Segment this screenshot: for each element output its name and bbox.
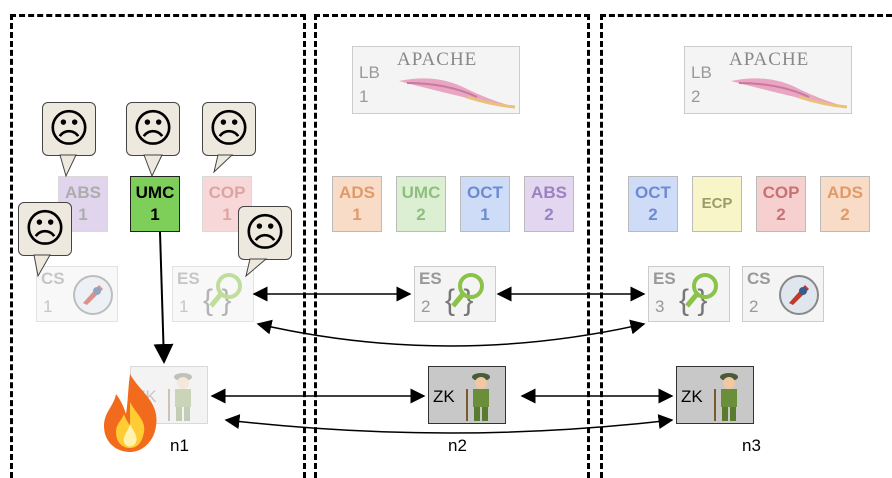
zk-code: ZK bbox=[681, 387, 703, 406]
sad-face-icon: ☹ bbox=[244, 211, 286, 255]
service-code: CS bbox=[747, 269, 771, 288]
component-code: ABS bbox=[531, 183, 567, 202]
service-number: 1 bbox=[179, 297, 189, 316]
sad-face-icon: ☹ bbox=[24, 207, 66, 251]
apache-title: APACHE bbox=[397, 49, 478, 70]
bubble-tail bbox=[59, 154, 77, 178]
apache-feather-icon bbox=[731, 78, 848, 109]
bubble-tail bbox=[33, 254, 51, 278]
service-code: CS bbox=[41, 269, 65, 288]
bubble-tail bbox=[213, 154, 234, 174]
component-cop2: COP 2 bbox=[756, 176, 806, 232]
service-cs2: CS 2 bbox=[742, 266, 824, 322]
component-number: 1 bbox=[78, 205, 88, 224]
component-oct1: OCT 1 bbox=[460, 176, 510, 232]
component-number: 1 bbox=[480, 205, 490, 224]
component-code: UMC bbox=[401, 183, 441, 202]
zookeeper-figure-icon bbox=[466, 373, 490, 421]
node-label-n1: n1 bbox=[170, 436, 189, 455]
component-code: COP bbox=[208, 183, 246, 202]
component-code: COP bbox=[762, 183, 800, 202]
bubble-tail bbox=[245, 258, 268, 278]
component-code: OCT bbox=[467, 183, 503, 202]
failure-bubble-umc1: ☹ bbox=[126, 102, 180, 156]
component-ecp: ECP bbox=[692, 176, 742, 232]
bubble-tail bbox=[143, 154, 163, 178]
node-boundary-n1 bbox=[10, 14, 306, 478]
rocket-search-icon bbox=[73, 275, 113, 315]
component-code: OCT bbox=[635, 183, 671, 202]
lb-code: LB bbox=[691, 63, 712, 82]
elasticsearch-icon: { } bbox=[203, 273, 242, 317]
node-boundary-n2 bbox=[314, 14, 590, 478]
component-code: UMC bbox=[135, 183, 175, 202]
failure-bubble-abs1: ☹ bbox=[42, 102, 96, 156]
component-number: 2 bbox=[776, 205, 786, 224]
component-code: ECP bbox=[701, 195, 733, 212]
component-code: ADS bbox=[827, 183, 863, 202]
service-es3: ES 3 { } bbox=[648, 266, 730, 322]
service-number: 2 bbox=[421, 297, 431, 316]
lb-code: LB bbox=[359, 63, 380, 82]
sad-face-icon: ☹ bbox=[132, 107, 174, 151]
zookeeper-figure-icon bbox=[714, 373, 738, 421]
service-code: ES bbox=[177, 269, 200, 288]
component-ads2: ADS 2 bbox=[820, 176, 870, 232]
zookeeper-figure-icon bbox=[168, 373, 192, 421]
component-number: 2 bbox=[416, 205, 426, 224]
sad-face-icon: ☹ bbox=[48, 107, 90, 151]
component-number: 2 bbox=[544, 205, 554, 224]
component-oct2: OCT 2 bbox=[628, 176, 678, 232]
sad-face-icon: ☹ bbox=[208, 107, 250, 151]
service-cs1: CS 1 bbox=[36, 266, 118, 322]
fire-icon bbox=[104, 374, 157, 452]
arrow-umc1-zk1 bbox=[153, 231, 174, 364]
rocket-search-icon bbox=[779, 275, 819, 315]
lb-number: 2 bbox=[691, 87, 701, 106]
service-code: ES bbox=[419, 269, 442, 288]
apache-feather-icon bbox=[399, 78, 516, 109]
component-code: ADS bbox=[339, 183, 375, 202]
component-number: 1 bbox=[352, 205, 362, 224]
component-number: 1 bbox=[222, 205, 232, 224]
component-ads1: ADS 1 bbox=[332, 176, 382, 232]
component-number: 1 bbox=[150, 205, 160, 224]
arrow-zk1-zk3 bbox=[224, 414, 674, 434]
failure-bubble-es1: ☹ bbox=[238, 206, 292, 260]
service-es2: ES 2 { } bbox=[414, 266, 496, 322]
load-balancer-1: LB 1 APACHE bbox=[352, 46, 520, 114]
node-label-n3: n3 bbox=[742, 436, 761, 455]
service-number: 3 bbox=[655, 297, 665, 316]
component-number: 2 bbox=[840, 205, 850, 224]
node-label-n2: n2 bbox=[448, 436, 467, 455]
elasticsearch-icon: { } bbox=[679, 273, 718, 317]
zk-code: ZK bbox=[433, 387, 455, 406]
service-code: ES bbox=[653, 269, 676, 288]
apache-title: APACHE bbox=[729, 49, 810, 70]
component-umc1: UMC 1 bbox=[130, 176, 180, 232]
zookeeper-zk3: ZK bbox=[676, 366, 754, 424]
lb-number: 1 bbox=[359, 87, 369, 106]
service-number: 2 bbox=[749, 297, 759, 316]
load-balancer-2: LB 2 APACHE bbox=[684, 46, 852, 114]
component-abs2: ABS 2 bbox=[524, 176, 574, 232]
component-code: ABS bbox=[65, 183, 101, 202]
component-umc2: UMC 2 bbox=[396, 176, 446, 232]
service-number: 1 bbox=[43, 297, 53, 316]
elasticsearch-icon: { } bbox=[445, 273, 484, 317]
component-number: 2 bbox=[648, 205, 658, 224]
node-boundary-n3 bbox=[600, 14, 892, 478]
arrow-es1-es3 bbox=[256, 319, 646, 347]
